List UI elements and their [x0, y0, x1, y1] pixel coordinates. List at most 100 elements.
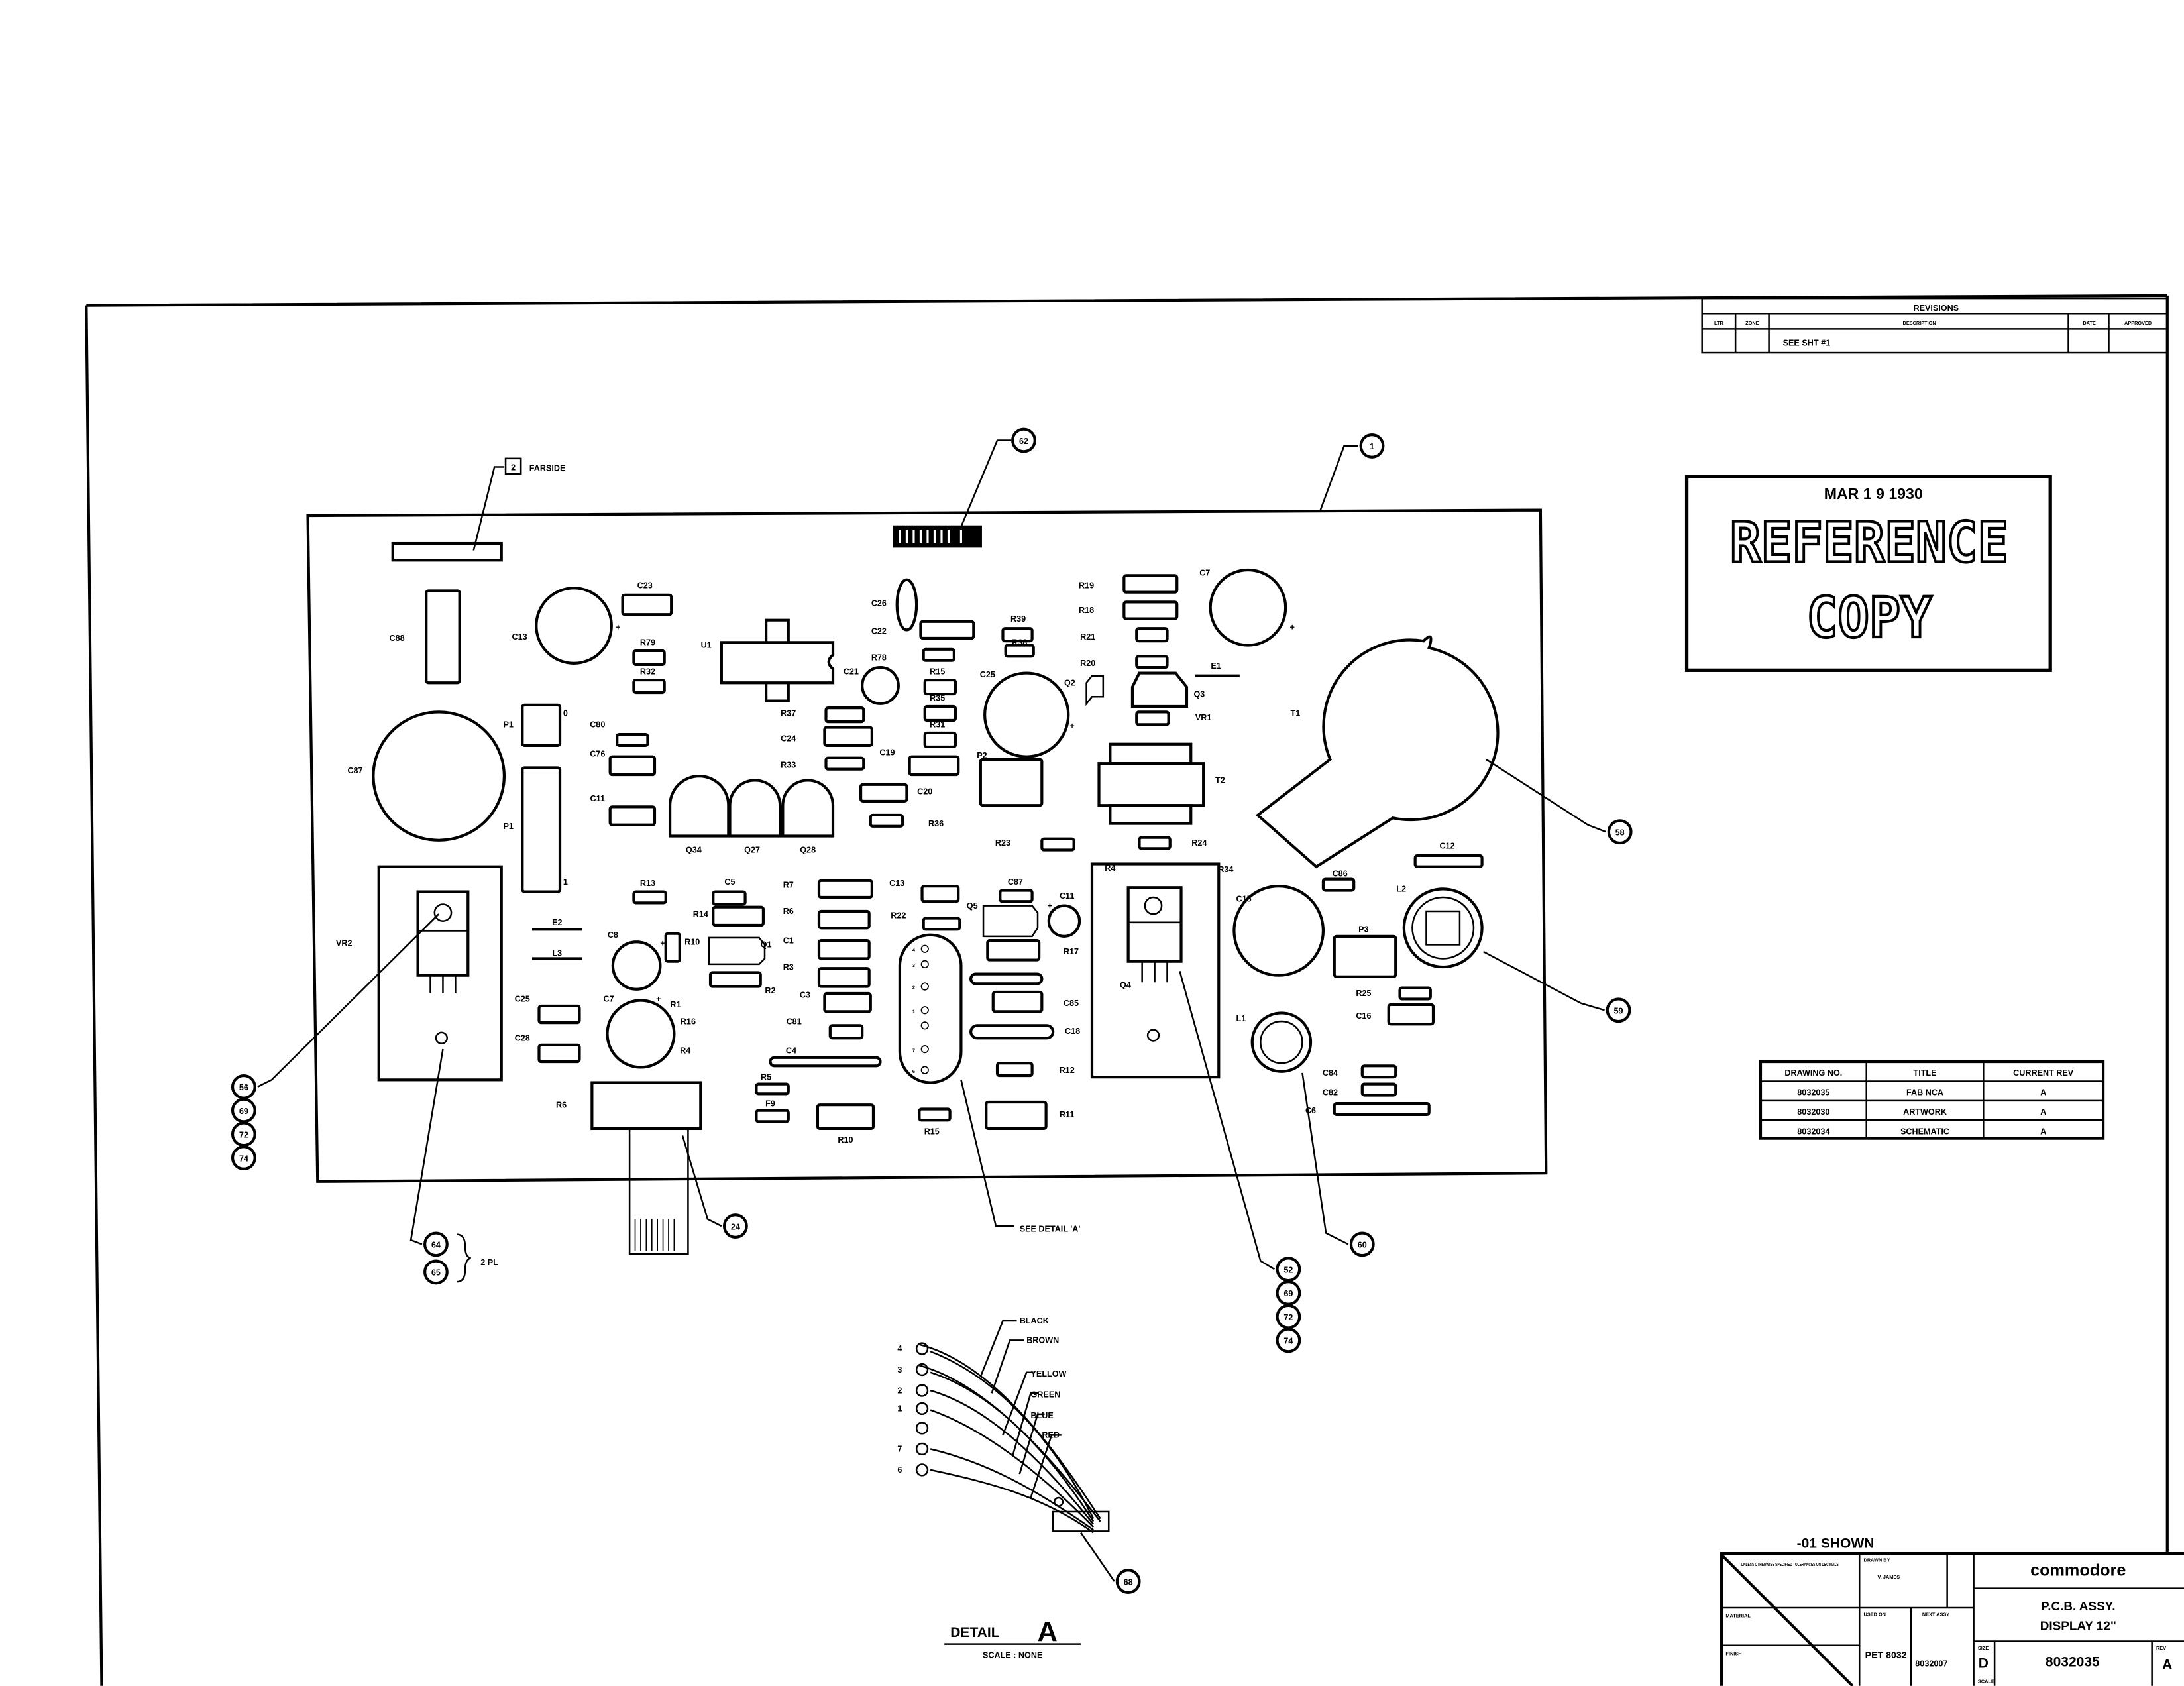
connector-pin — [920, 1006, 929, 1015]
connector-pin-number: 7 — [912, 1047, 915, 1053]
l1-inductor — [1250, 1011, 1313, 1073]
balloon-b24 — [722, 1213, 748, 1239]
label-c21: C21 — [844, 667, 859, 677]
detail-a-connector — [898, 933, 963, 1084]
label-c28: C28 — [515, 1033, 530, 1042]
component-r19 — [1122, 574, 1179, 594]
component-c25b — [537, 1004, 581, 1025]
two-places-note: 2 PL — [480, 1258, 498, 1267]
q2-transistor — [1085, 675, 1105, 706]
label-r16: R16 — [681, 1017, 696, 1026]
label-c20: C20 — [917, 787, 932, 796]
component-vr1 — [1135, 710, 1170, 726]
wire-color-3: GREEN — [1031, 1390, 1061, 1400]
component-r22 — [922, 917, 961, 931]
label-r32: R32 — [640, 667, 655, 677]
label-c7b: C7 — [604, 995, 614, 1004]
balloon-number-b68: 68 — [1124, 1577, 1133, 1587]
connector-pin — [920, 1021, 929, 1030]
component-r3 — [817, 967, 871, 988]
label-r38: R38 — [1012, 638, 1027, 647]
component-c85 — [991, 990, 1044, 1013]
component-c16 — [1387, 1003, 1435, 1026]
balloon-number-b58: 58 — [1615, 828, 1625, 837]
component-r18 — [1122, 600, 1179, 620]
label-c15: C15 — [1236, 894, 1252, 903]
label-c11a: C11 — [590, 794, 605, 803]
detail-pin — [915, 1342, 929, 1355]
detail-a-scale: SCALE : NONE — [983, 1651, 1042, 1660]
rev-header-approved: APPROVED — [2124, 320, 2152, 326]
title-block: -01 SHOWN UNLESS OTHERWISE SPECIFIED TOL… — [1720, 1536, 2184, 1686]
label-c19: C19 — [879, 748, 895, 758]
component-r21 — [1135, 627, 1169, 643]
label-p1a_pin: 0 — [563, 709, 568, 718]
component-r25 — [1398, 986, 1432, 1001]
component-c1 — [817, 939, 871, 960]
rev-header-description: DESCRIPTION — [1903, 320, 1936, 326]
detail-a-letter: A — [1038, 1616, 1058, 1647]
label-c84: C84 — [1323, 1068, 1338, 1078]
label-p3: P3 — [1358, 925, 1368, 934]
component-p2 — [979, 758, 1044, 807]
polarity-plus-mark: + — [616, 622, 620, 632]
label-c24: C24 — [781, 734, 796, 744]
component-c86 — [1321, 877, 1356, 892]
component-c15 — [1232, 885, 1325, 977]
label-r12: R12 — [1060, 1066, 1075, 1075]
rev-header-date: DATE — [2083, 320, 2096, 326]
label-r34: R34 — [1218, 865, 1233, 874]
component-r78 — [922, 647, 956, 662]
label-c4: C4 — [786, 1046, 796, 1055]
label-c26: C26 — [871, 599, 887, 608]
detail-a: 432176BLACKBROWNYELLOWGREENBLUEREDDETAIL… — [897, 1316, 1115, 1660]
label-e2: E2 — [552, 918, 562, 927]
component-r6b — [817, 909, 871, 930]
r6-potentiometer — [590, 1081, 702, 1255]
balloon-number-b64: 64 — [431, 1241, 441, 1250]
scale-label: SCALE — [1978, 1679, 1994, 1685]
stamp-date: MAR 1 9 1930 — [1824, 485, 1923, 502]
label-l2: L2 — [1396, 885, 1406, 894]
component-c5 — [712, 890, 747, 906]
drawn-by: V. JAMES — [1878, 1574, 1900, 1580]
component-c81 — [828, 1024, 864, 1040]
farside-label: FARSIDE — [529, 464, 566, 473]
rev-label: REV — [2156, 1645, 2166, 1651]
label-r3: R3 — [783, 962, 794, 972]
label-c76: C76 — [590, 750, 605, 759]
revisions-block: REVISIONS LTR ZONE DESCRIPTION DATE APPR… — [1701, 297, 2169, 354]
q4-heatsink — [1090, 862, 1221, 1079]
q-transistors-row — [668, 775, 835, 838]
next-assy: 8032007 — [1915, 1659, 1947, 1668]
component-r7 — [817, 879, 873, 899]
balloon-number-b69a: 69 — [239, 1107, 248, 1116]
drawing-list-header: CURRENT REV — [2013, 1068, 2074, 1078]
detail-pin-number: 6 — [897, 1465, 902, 1475]
connector-pin — [920, 1066, 929, 1074]
drawing-list-header: DRAWING NO. — [1784, 1068, 1842, 1078]
stamp-line1: REFERENCE — [1730, 510, 2008, 575]
component-r31 — [923, 731, 957, 749]
component-c19 — [908, 755, 960, 777]
component-f9 — [755, 1109, 790, 1123]
label-r25: R25 — [1356, 989, 1371, 998]
balloon-number-b72b: 72 — [1283, 1313, 1293, 1322]
component-c76 — [608, 755, 657, 777]
component-r35 — [923, 704, 957, 722]
balloon-number-b1: 1 — [1370, 442, 1374, 451]
balloon-number-b74a: 74 — [239, 1154, 248, 1163]
label-r20: R20 — [1080, 659, 1095, 668]
polarity-plus-mark: + — [1289, 622, 1294, 632]
label-c5: C5 — [724, 877, 735, 887]
material-label: MATERIAL — [1725, 1613, 1751, 1619]
label-q4: Q4 — [1120, 981, 1131, 990]
balloon-b60 — [1349, 1231, 1375, 1257]
label-c87b: C87 — [1008, 877, 1023, 887]
detail-pin-number: 1 — [897, 1404, 902, 1414]
detail-pin-number: 7 — [897, 1445, 902, 1454]
capacitor-outline — [769, 1056, 882, 1068]
label-r6: R6 — [556, 1100, 567, 1109]
label-c86: C86 — [1333, 869, 1348, 878]
